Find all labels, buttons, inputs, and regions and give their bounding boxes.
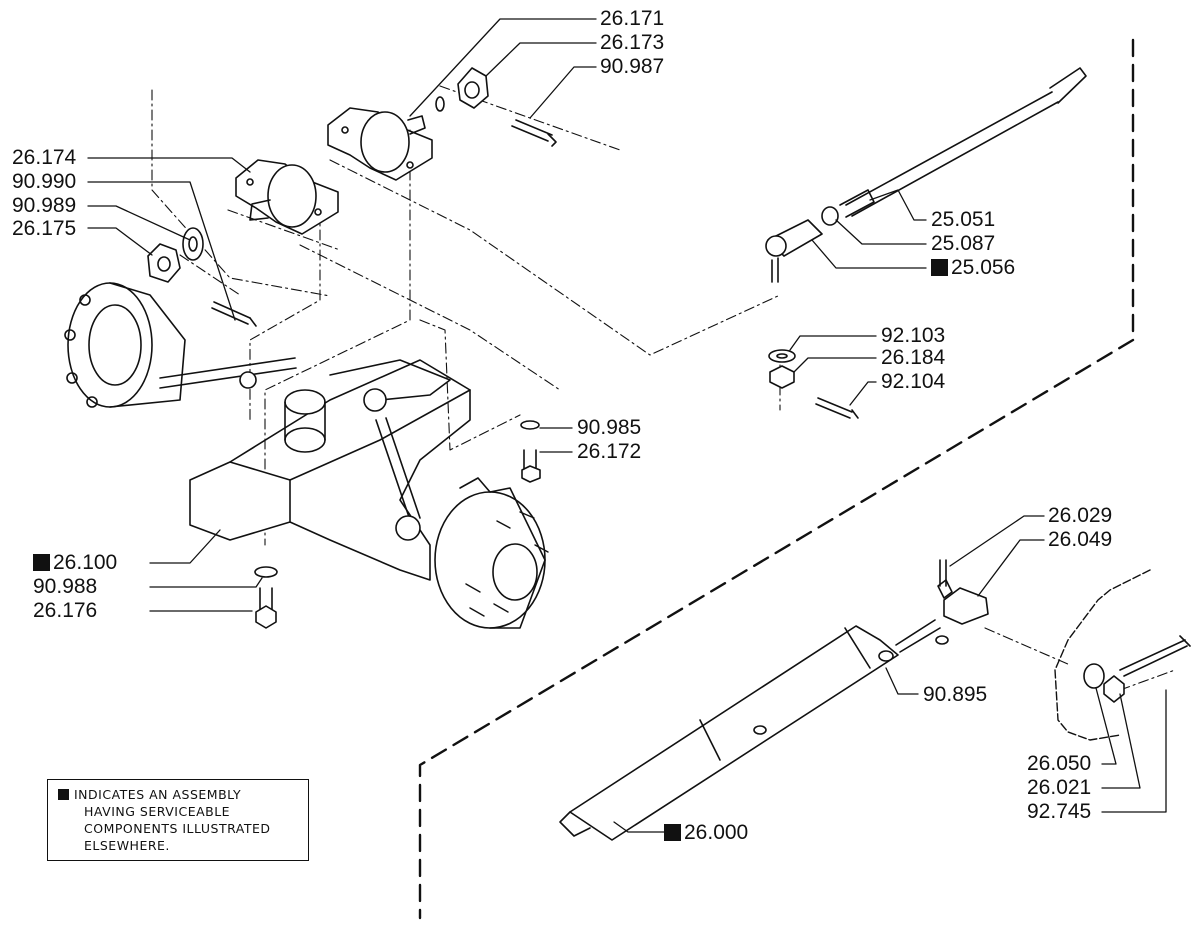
legend-line-4: ELSEWHERE. (84, 838, 170, 853)
assembly-legend-box: INDICATES AN ASSEMBLY HAVING SERVICEABLE… (47, 779, 309, 861)
cotter-pin-right (815, 397, 859, 419)
callout-92-104: 92.104 (881, 370, 946, 393)
bolt-26-172 (520, 420, 541, 483)
legend-line-2: HAVING SERVICEABLE (84, 804, 231, 819)
leader-lines (87, 18, 1167, 833)
cylinder-clevis (935, 559, 989, 645)
center-spindle (284, 389, 326, 453)
tie-rod (821, 67, 1087, 226)
callout-90-989: 90.989 (12, 194, 77, 217)
callout-26-049: 26.049 (1048, 528, 1113, 551)
cotter-pin-far-right (1119, 635, 1191, 677)
callout-90-990: 90.990 (12, 170, 77, 193)
castle-nut-lower (147, 227, 204, 283)
callout-92-103: 92.103 (881, 324, 946, 347)
assembly-marker-icon (58, 789, 69, 800)
washer-stack-far-right (1083, 663, 1125, 703)
callout-26-100: 26.100 (33, 552, 117, 573)
callout-26-029: 26.029 (1048, 504, 1113, 527)
tie-rod-end (765, 219, 823, 283)
callout-25-051: 25.051 (931, 208, 996, 231)
alignment-lines (151, 85, 1176, 691)
callout-92-745: 92.745 (1027, 800, 1092, 823)
callout-26-184: 26.184 (881, 346, 946, 369)
callout-26-174: 26.174 (12, 146, 77, 169)
washer-stack-right (768, 349, 796, 389)
callout-90-987: 90.987 (600, 55, 665, 78)
callout-26-176: 26.176 (33, 599, 98, 622)
callout-26-050: 26.050 (1027, 752, 1092, 775)
steering-cylinder (559, 579, 953, 841)
frame-bracket (1054, 569, 1151, 741)
callout-26-021: 26.021 (1027, 776, 1092, 799)
callout-26-171: 26.171 (600, 7, 665, 30)
cotter-pin-upper (511, 119, 557, 147)
callout-90-895: 90.895 (923, 683, 988, 706)
callout-26-000: 26.000 (664, 822, 748, 843)
axle-beam (189, 359, 471, 581)
right-wheel-hub (434, 477, 549, 629)
pivot-bracket-lower (235, 159, 339, 235)
dashed-group-border (418, 38, 1135, 920)
callout-90-988: 90.988 (33, 575, 98, 598)
assembly-marker-icon (33, 554, 50, 571)
callout-25-056: 25.056 (931, 257, 1015, 278)
castle-nut-upper (435, 67, 489, 112)
callout-90-985: 90.985 (577, 416, 642, 439)
pivot-bracket-upper (327, 107, 433, 181)
callout-25-087: 25.087 (931, 232, 996, 255)
legend-line-3: COMPONENTS ILLUSTRATED (84, 821, 271, 836)
cotter-pin-lower (211, 301, 257, 327)
assembly-marker-icon (664, 824, 681, 841)
assembly-marker-icon (931, 259, 948, 276)
legend-line-1: INDICATES AN ASSEMBLY (74, 787, 242, 802)
callout-26-175: 26.175 (12, 217, 77, 240)
bolt-26-176 (254, 566, 278, 629)
left-wheel-hub (64, 282, 186, 408)
callout-26-173: 26.173 (600, 31, 665, 54)
callout-26-172: 26.172 (577, 440, 642, 463)
